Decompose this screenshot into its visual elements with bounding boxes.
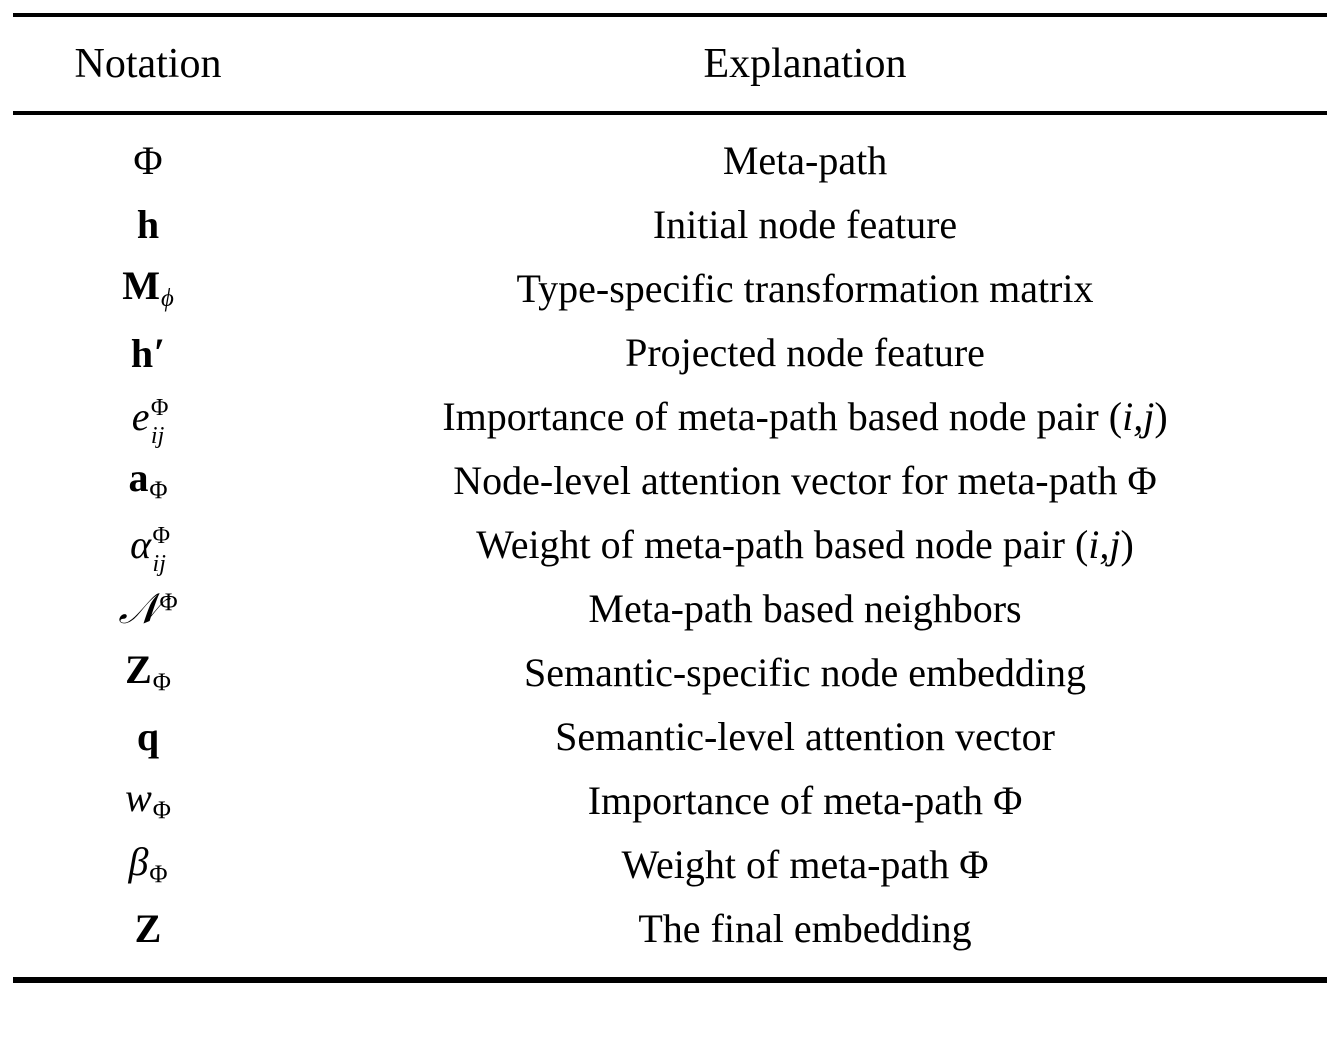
table-row: Mϕ Type-specific transformation matrix <box>13 257 1327 321</box>
pair-index-j: j <box>1109 522 1121 567</box>
table-header-row: Notation Explanation <box>13 15 1327 113</box>
subscript-phi: Φ <box>152 797 171 825</box>
explanation-text: Semantic-specific node embedding <box>523 650 1087 695</box>
symbol-bold-M: M <box>122 263 160 309</box>
subscript-index-j: j <box>157 422 165 449</box>
explanation-text: Semantic-level attention vector <box>555 714 1055 759</box>
table-row: ZΦ Semantic-specific node embedding <box>13 641 1327 705</box>
explanation-text: Meta-path <box>722 138 888 183</box>
explanation-text: The final embedding <box>638 906 972 951</box>
symbol-bold-a: a <box>128 455 149 501</box>
notation-symbol: h′ <box>13 321 283 385</box>
subscript-index-i: i <box>150 422 158 449</box>
table-row: h Initial node feature <box>13 193 1327 257</box>
inline-phi: Φ <box>959 842 989 887</box>
explanation-text: Importance of meta-path based node pair … <box>283 385 1327 449</box>
inline-phi: Φ <box>993 778 1023 823</box>
notation-symbol: αijΦij <box>13 513 283 577</box>
subscript-phi: Φ <box>149 861 168 889</box>
inline-phi: Φ <box>1127 458 1157 503</box>
index-group: ijΦij <box>153 524 171 576</box>
notation-symbol: ZΦ <box>13 641 283 705</box>
table-row: q Semantic-level attention vector <box>13 705 1327 769</box>
notation-symbol: 𝒩Φ <box>13 577 283 641</box>
table-row: 𝒩Φ Meta-path based neighbors <box>13 577 1327 641</box>
symbol-beta: β <box>128 839 149 885</box>
explanation-prefix: Weight of meta-path based node pair <box>476 522 1075 567</box>
subscript-phi-small: ϕ <box>160 285 174 313</box>
subscript-index-i: i <box>152 550 160 577</box>
table-row: Φ Meta-path <box>13 113 1327 193</box>
explanation-text: Projected node feature <box>625 330 985 375</box>
explanation-prefix: Weight of meta-path <box>621 842 960 887</box>
pair-index-i: i <box>1088 522 1100 567</box>
column-header-notation: Notation <box>74 41 222 87</box>
pair-open-paren: ( <box>1074 522 1089 567</box>
pair-comma: , <box>1099 522 1110 567</box>
pair-open-paren: ( <box>1108 394 1123 439</box>
explanation-text: Type-specific transformation matrix <box>516 266 1094 311</box>
table-row: βΦ Weight of meta-path Φ <box>13 833 1327 897</box>
explanation-text: Weight of meta-path based node pair (i,j… <box>283 513 1327 577</box>
table-row: αijΦij Weight of meta-path based node pa… <box>13 513 1327 577</box>
notation-symbol: aΦ <box>13 449 283 513</box>
table-row: eijΦij Importance of meta-path based nod… <box>13 385 1327 449</box>
symbol-bold-h: h <box>136 202 160 247</box>
explanation-text: Meta-path based neighbors <box>588 586 1022 631</box>
notation-symbol: h <box>13 193 283 257</box>
pair-close-paren: ) <box>1154 394 1168 439</box>
table-row: wΦ Importance of meta-path Φ <box>13 769 1327 833</box>
table-row: Z The final embedding <box>13 897 1327 980</box>
notation-table: Notation Explanation Φ Meta-path h Initi… <box>13 13 1327 983</box>
symbol-bold-q: q <box>136 714 160 759</box>
symbol-script-n: 𝒩 <box>118 583 159 633</box>
explanation-text: Weight of meta-path Φ <box>283 833 1327 897</box>
pair-close-paren: ) <box>1120 522 1134 567</box>
superscript-phi: Φ <box>152 523 171 550</box>
symbol-phi-capital: Φ <box>133 138 163 183</box>
pair-index-i: i <box>1122 394 1134 439</box>
symbol-italic-e: e <box>131 394 150 439</box>
subscript-phi: Φ <box>152 669 171 697</box>
notation-symbol: q <box>13 705 283 769</box>
explanation-text: Node-level attention vector for meta-pat… <box>283 449 1327 513</box>
table-body: Φ Meta-path h Initial node feature Mϕ Ty… <box>13 113 1327 980</box>
notation-symbol: Mϕ <box>13 257 283 321</box>
superscript-phi: Φ <box>159 589 178 617</box>
explanation-text: Initial node feature <box>652 202 958 247</box>
index-group: ijΦij <box>151 396 169 448</box>
symbol-bold-h: h <box>130 330 154 376</box>
column-header-explanation: Explanation <box>703 41 907 87</box>
notation-symbol: Z <box>13 897 283 980</box>
symbol-italic-w: w <box>125 775 152 821</box>
table-row: h′ Projected node feature <box>13 321 1327 385</box>
symbol-bold-Z: Z <box>134 906 162 951</box>
table-row: aΦ Node-level attention vector for meta-… <box>13 449 1327 513</box>
explanation-text: Importance of meta-path Φ <box>283 769 1327 833</box>
prime-mark: ′ <box>153 329 166 375</box>
pair-index-j: j <box>1143 394 1155 439</box>
notation-symbol: Φ <box>13 113 283 193</box>
pair-comma: , <box>1133 394 1144 439</box>
explanation-prefix: Node-level attention vector for meta-pat… <box>453 458 1128 503</box>
notation-symbol: βΦ <box>13 833 283 897</box>
table-header: Notation Explanation <box>13 15 1327 113</box>
explanation-prefix: Importance of meta-path <box>587 778 994 823</box>
notation-symbol: eijΦij <box>13 385 283 449</box>
subscript-index-j: j <box>159 550 166 577</box>
symbol-alpha: α <box>130 522 152 567</box>
superscript-phi: Φ <box>150 395 169 422</box>
subscript-phi: Φ <box>149 477 168 505</box>
symbol-bold-Z: Z <box>125 647 152 693</box>
explanation-prefix: Importance of meta-path based node pair <box>442 394 1109 439</box>
notation-symbol: wΦ <box>13 769 283 833</box>
